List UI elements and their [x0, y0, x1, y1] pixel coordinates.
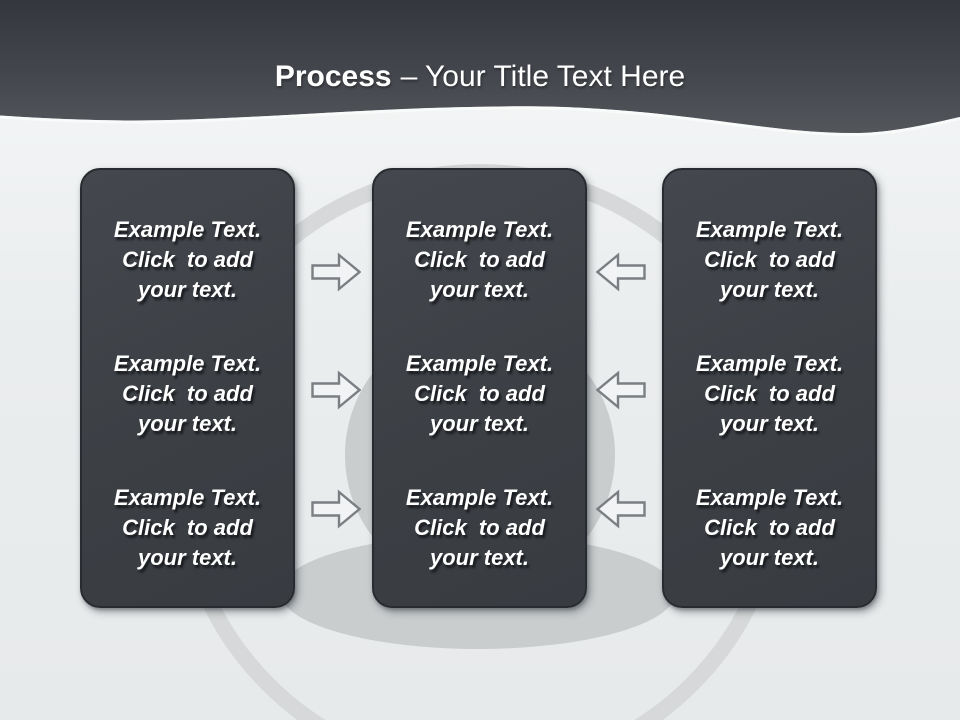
placeholder-text: Example Text. Click to add your text. [113, 485, 262, 570]
wave-highlight [0, 106, 960, 137]
title-rest: – Your Title Text Here [400, 60, 686, 93]
placeholder-text: Example Text. Click to add your text. [405, 217, 554, 302]
placeholder-text: Example Text. Click to add your text. [113, 217, 262, 302]
arrow-left-icon [596, 252, 646, 292]
placeholder-text: Example Text. Click to add your text. [405, 351, 554, 436]
arrow-right-icon [311, 489, 361, 529]
placeholder-text: Example Text. Click to add your text. [405, 485, 554, 570]
header-wave-shape [0, 0, 960, 134]
arrow-right-icon [311, 252, 361, 292]
text-placeholder-center[interactable]: Example Text. Click to add your text. Ex… [372, 168, 587, 608]
placeholder-text: Example Text. Click to add your text. [695, 217, 844, 302]
placeholder-text: Example Text. Click to add your text. [113, 351, 262, 436]
placeholder-text: Example Text. Click to add your text. [695, 351, 844, 436]
arrow-left-icon [596, 489, 646, 529]
title-emphasis: Process [274, 60, 392, 93]
text-placeholder-right[interactable]: Example Text. Click to add your text. Ex… [662, 168, 877, 608]
arrow-left-icon [596, 370, 646, 410]
slide-title: Process– Your Title Text Here [0, 54, 960, 100]
placeholder-text: Example Text. Click to add your text. [695, 485, 844, 570]
text-placeholder-left[interactable]: Example Text. Click to add your text. Ex… [80, 168, 295, 608]
title-banner [0, 0, 960, 137]
arrow-right-icon [311, 370, 361, 410]
